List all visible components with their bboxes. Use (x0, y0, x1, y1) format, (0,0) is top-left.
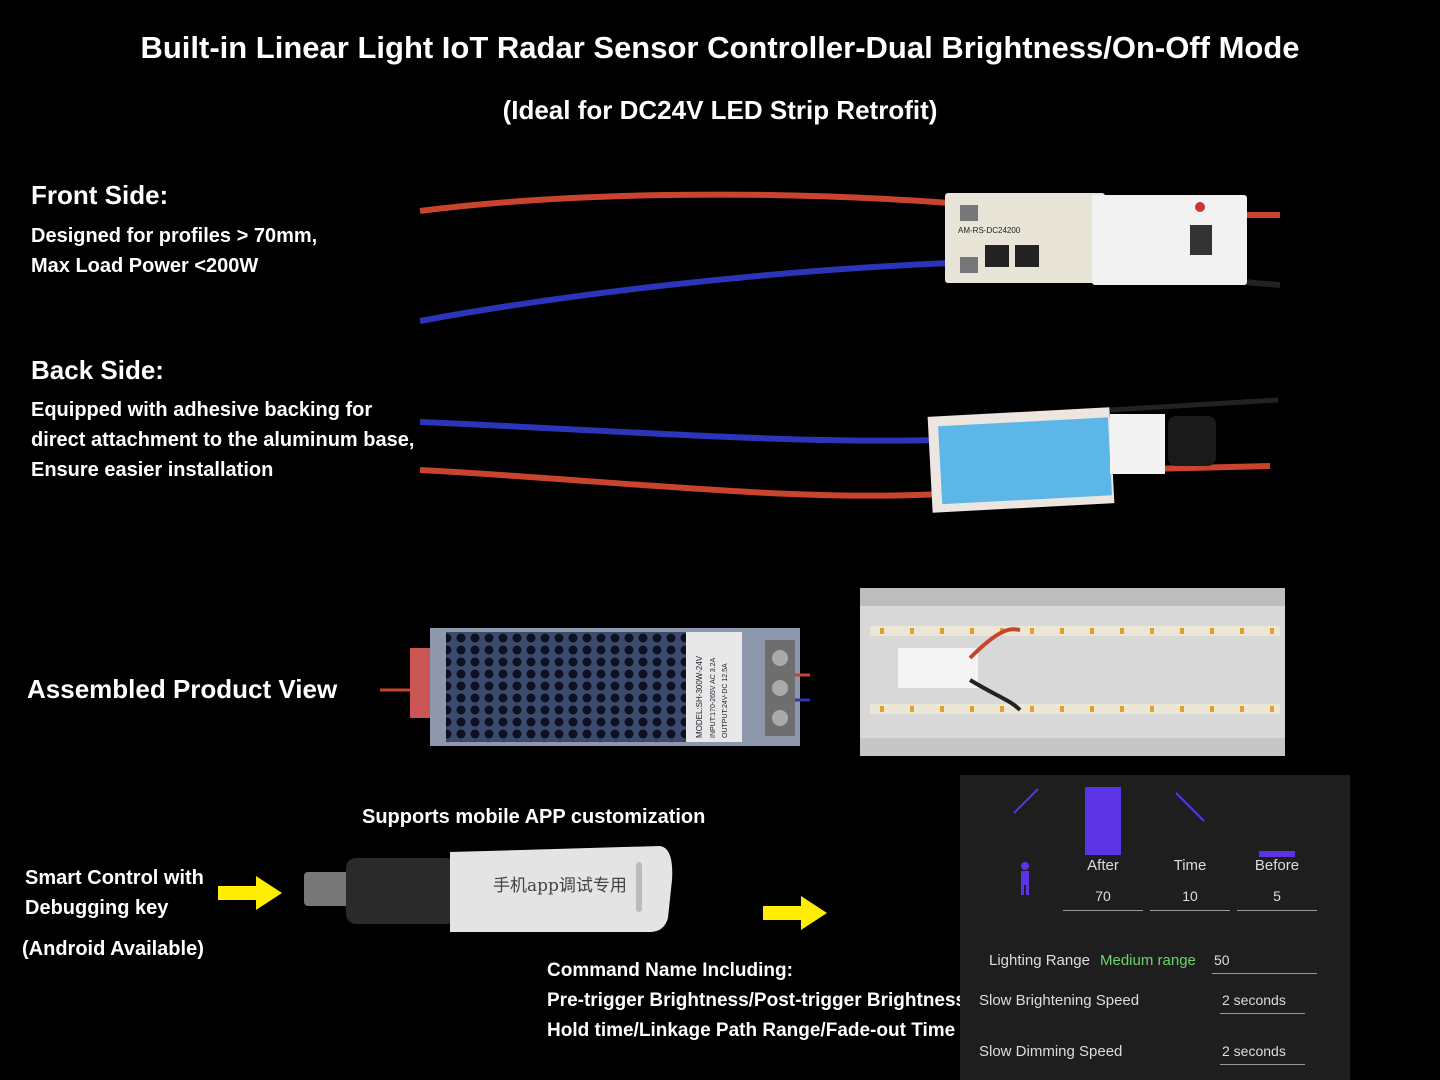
app-settings-panel: After Time Before 70 10 5 Lighting Range… (960, 775, 1350, 1080)
page-title: Built-in Linear Light IoT Radar Sensor C… (140, 30, 1300, 65)
arrow-right-icon-2 (763, 896, 827, 930)
arrow-right-icon (218, 876, 282, 910)
debug-key-label: 手机app调试专用 (493, 876, 627, 896)
time-underline (1150, 910, 1230, 911)
before-brightness-bar (1259, 851, 1295, 857)
col-before-label: Before (1254, 857, 1300, 874)
col-after-label: After (1087, 857, 1119, 874)
back-pcb-image (419, 397, 1279, 513)
before-underline (1237, 910, 1317, 911)
psu-output: OUTPUT:24V-DC 12.5A (722, 663, 729, 738)
after-value-input[interactable]: 70 (1095, 888, 1111, 904)
page-subtitle: (Ideal for DC24V LED Strip Retrofit) (502, 95, 938, 125)
front-pcb-image: AM-RS-DC24200 (419, 191, 1281, 324)
pcb-label: AM-RS-DC24200 (958, 226, 1021, 235)
ramp-down-icon (1175, 792, 1205, 822)
power-supply-image: MODEL:SH-300W-24V INPUT:170-265V AC 3.2A… (380, 628, 810, 746)
psu-input: INPUT:170-265V AC 3.2A (710, 658, 717, 738)
psu-model: MODEL:SH-300W-24V (695, 655, 704, 738)
back-side-heading: Back Side: (31, 355, 164, 385)
slow-dimming-label: Slow Dimming Speed (979, 1043, 1123, 1060)
lighting-range-mode[interactable]: Medium range (1100, 952, 1196, 969)
debug-key-image (304, 846, 673, 932)
person-icon (1021, 862, 1029, 895)
android-available-text: (Android Available) (22, 938, 204, 960)
lighting-range-label: Lighting Range (989, 952, 1090, 969)
aluminum-profile-image (860, 588, 1285, 756)
back-line-3: Ensure easier installation (31, 459, 274, 481)
front-side-heading: Front Side: (31, 180, 169, 210)
assembled-heading: Assembled Product View (27, 674, 338, 704)
back-line-2: direct attachment to the aluminum base, (31, 429, 415, 451)
slow-brightening-underline (1220, 1013, 1305, 1014)
after-underline (1063, 910, 1143, 911)
ramp-up-icon (1013, 788, 1039, 814)
command-line-3: Hold time/Linkage Path Range/Fade-out Ti… (547, 1020, 956, 1041)
col-time-label: Time (1173, 857, 1207, 874)
command-names: Command Name Including: Pre-trigger Brig… (547, 956, 971, 1046)
supports-app-text: Supports mobile APP customization (362, 806, 706, 828)
slow-dimming-select[interactable]: 2 seconds (1222, 1043, 1286, 1059)
front-line-1: Designed for profiles > 70mm, (31, 225, 318, 247)
slow-brightening-select[interactable]: 2 seconds (1222, 992, 1286, 1008)
back-side-description: Equipped with adhesive backing for direc… (31, 395, 414, 485)
smart-control-text: Smart Control with Debugging key (25, 863, 204, 923)
slow-dimming-underline (1220, 1064, 1305, 1065)
command-line-1: Command Name Including: (547, 960, 793, 981)
front-side-description: Designed for profiles > 70mm, Max Load P… (31, 221, 317, 281)
lighting-range-underline (1212, 973, 1317, 974)
front-line-2: Max Load Power <200W (31, 255, 259, 277)
slow-brightening-label: Slow Brightening Speed (979, 992, 1140, 1009)
smart-line-1: Smart Control with (25, 867, 204, 889)
time-value-input[interactable]: 10 (1182, 888, 1198, 904)
back-line-1: Equipped with adhesive backing for (31, 399, 373, 421)
command-line-2: Pre-trigger Brightness/Post-trigger Brig… (547, 990, 972, 1011)
lighting-range-input[interactable]: 50 (1214, 952, 1230, 968)
after-brightness-bar (1085, 787, 1121, 855)
before-value-input[interactable]: 5 (1273, 888, 1281, 904)
smart-line-2: Debugging key (25, 897, 169, 919)
